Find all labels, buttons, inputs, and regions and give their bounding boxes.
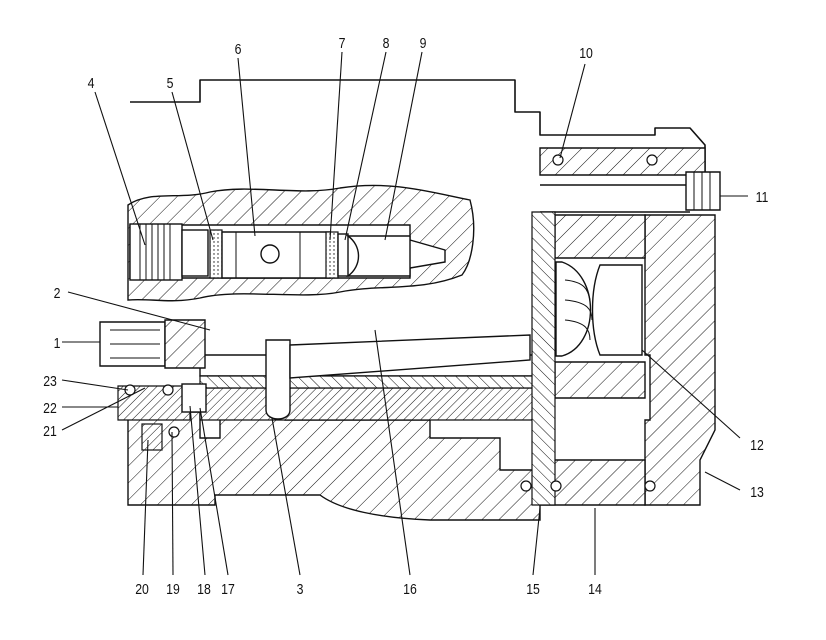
o-ring-rear-bottom-2 xyxy=(550,480,562,492)
front-housing-section xyxy=(127,409,541,521)
leader-13 xyxy=(704,471,741,491)
o-ring-rear-bottom xyxy=(520,480,532,492)
leader-8 xyxy=(344,51,387,241)
backup-ring xyxy=(337,233,349,277)
bolt-head xyxy=(685,171,721,211)
callout-23: 23 xyxy=(43,373,57,389)
o-ring-rear-bottom-3 xyxy=(644,480,656,492)
callout-19: 19 xyxy=(166,581,180,597)
pump-assembly xyxy=(99,79,721,521)
swashplate xyxy=(555,261,592,357)
callout-8: 8 xyxy=(383,35,390,51)
callout-2: 2 xyxy=(54,285,61,301)
leader-7 xyxy=(329,51,343,241)
leader-21 xyxy=(61,387,146,431)
roller-bearing xyxy=(591,264,643,356)
valve-end xyxy=(345,235,411,277)
callout-9: 9 xyxy=(420,35,427,51)
seal-right xyxy=(325,231,339,279)
callout-labels: 4 5 6 7 8 9 10 11 12 13 14 15 16 3 17 18… xyxy=(43,35,768,597)
plug-threads xyxy=(139,224,171,280)
leader-6 xyxy=(237,57,256,237)
shaft-sleeve xyxy=(199,375,541,389)
cylinder-block-upper xyxy=(554,214,646,259)
callout-1: 1 xyxy=(54,335,61,351)
o-ring-front-2 xyxy=(162,384,174,396)
leader-9 xyxy=(384,51,423,241)
callout-5: 5 xyxy=(167,75,174,91)
center-pin xyxy=(265,339,291,420)
callout-4: 4 xyxy=(88,75,95,91)
rear-housing-upper xyxy=(539,147,706,176)
callout-10: 10 xyxy=(579,45,593,61)
callout-6: 6 xyxy=(235,41,242,57)
plug xyxy=(129,223,183,281)
leader-17 xyxy=(199,407,229,576)
callout-18: 18 xyxy=(197,581,211,597)
spool-port xyxy=(260,244,280,264)
leader-10 xyxy=(559,63,586,159)
valve-housing-outline xyxy=(130,79,706,190)
leader-16 xyxy=(374,329,411,576)
plug-collar xyxy=(181,229,209,277)
coupling-housing xyxy=(164,319,206,369)
leader-18 xyxy=(189,405,206,576)
rear-cover xyxy=(644,214,716,506)
callout-12: 12 xyxy=(750,437,764,453)
o-ring-rear-top-2 xyxy=(646,154,658,166)
leader-lines xyxy=(61,51,748,576)
callout-20: 20 xyxy=(135,581,149,597)
o-ring-front-3 xyxy=(168,426,180,438)
callout-3: 3 xyxy=(297,581,304,597)
leader-3 xyxy=(271,417,301,576)
callout-13: 13 xyxy=(750,484,764,500)
callout-7: 7 xyxy=(339,35,346,51)
leader-12 xyxy=(641,349,741,439)
leader-2 xyxy=(67,291,211,331)
callout-11: 11 xyxy=(756,189,769,205)
lip-seal xyxy=(181,383,207,413)
callout-21: 21 xyxy=(43,423,57,439)
callout-15: 15 xyxy=(526,581,540,597)
leader-23 xyxy=(61,379,129,391)
o-ring-rear-top xyxy=(552,154,564,166)
leader-5 xyxy=(171,91,214,241)
port-plate xyxy=(531,211,556,506)
leader-15 xyxy=(532,507,541,576)
callout-22: 22 xyxy=(43,400,57,416)
drive-shaft-section xyxy=(199,387,541,421)
callout-17: 17 xyxy=(221,581,235,597)
callout-14: 14 xyxy=(588,581,602,597)
leader-20 xyxy=(142,439,149,576)
cylinder-block-lower xyxy=(554,361,646,399)
drive-link xyxy=(289,334,531,379)
leader-19 xyxy=(171,431,174,576)
callout-16: 16 xyxy=(403,581,417,597)
leader-4 xyxy=(94,91,146,246)
retainer xyxy=(141,423,163,451)
